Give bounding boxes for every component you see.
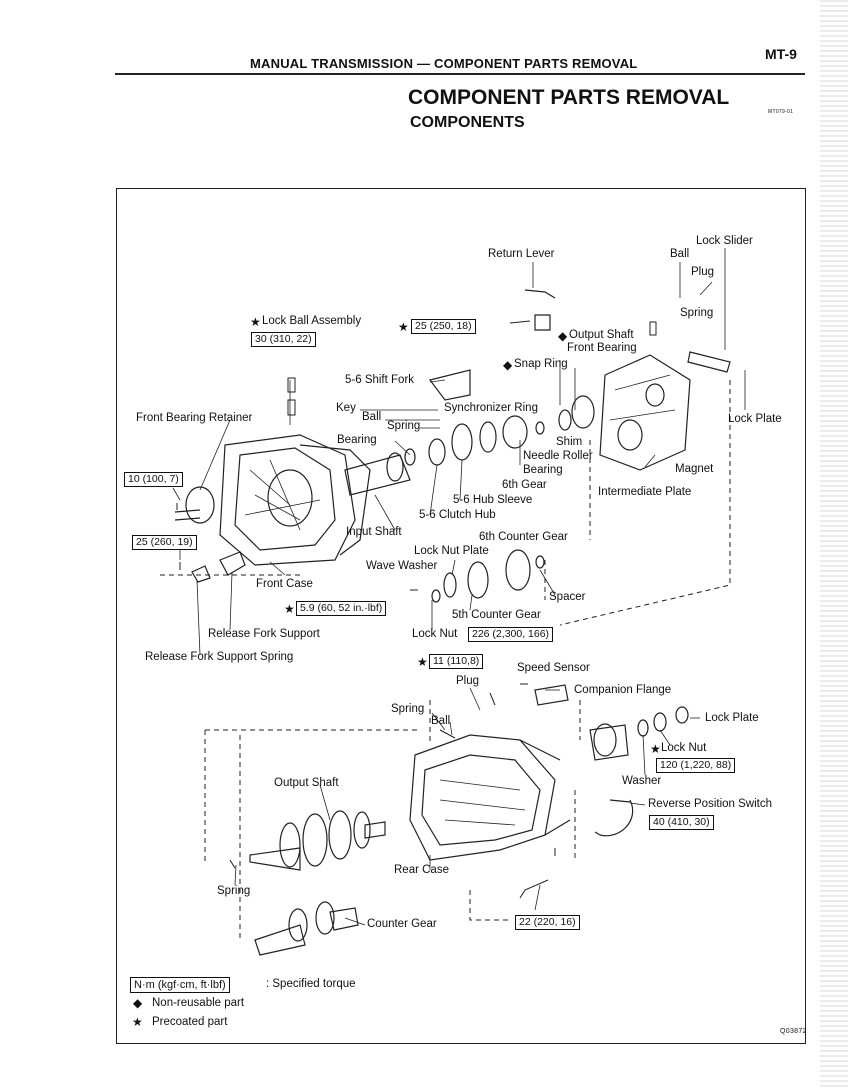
running-head: MANUAL TRANSMISSION — COMPONENT PARTS RE… (250, 56, 638, 71)
label-lock-nut-plate: Lock Nut Plate (414, 545, 489, 557)
torque-lock-nut: 226 (2,300, 166) (468, 627, 554, 642)
torque-front-bearing-retainer: 10 (100, 7) (124, 472, 183, 487)
intermediate-plate-drawing (599, 354, 691, 471)
label-key: Key (336, 402, 356, 414)
label-rear-case: Rear Case (394, 864, 449, 876)
label-lock-ball-assembly: Lock Ball Assembly (262, 315, 362, 327)
label-clutch-hub: 5-6 Clutch Hub (419, 509, 496, 521)
label-needle-roller-bearing-2: Bearing (523, 464, 563, 476)
release-fork-support-drawing (219, 551, 246, 576)
label-ball-bottom: Ball (431, 715, 451, 727)
legend-star-icon: ★ (132, 1015, 143, 1029)
torque-reverse-position-switch: 40 (410, 30) (649, 815, 714, 830)
release-fork-spring-drawing (191, 565, 211, 583)
torque-companion-flange-nut: 120 (1,220, 88) (656, 758, 736, 773)
input-shaft-drawing (344, 452, 411, 496)
label-return-lever: Return Lever (488, 248, 555, 260)
figure-code-top: MT079-01 (768, 109, 794, 115)
label-ball-mid: Ball (362, 411, 382, 423)
label-companion-flange: Companion Flange (574, 684, 672, 696)
label-release-fork-support-spring: Release Fork Support Spring (145, 651, 294, 663)
star-lock-ball: ★ (250, 315, 261, 329)
label-front-case: Front Case (256, 578, 313, 590)
label-fifth-counter-gear: 5th Counter Gear (452, 609, 541, 621)
label-speed-sensor: Speed Sensor (517, 662, 590, 674)
label-spacer: Spacer (549, 591, 586, 603)
reverse-switch-drawing (594, 799, 634, 837)
label-snap-ring: Snap Ring (514, 358, 568, 370)
label-lock-nut-mid: Lock Nut (412, 628, 458, 640)
legend-unit-description: : Specified torque (266, 978, 356, 990)
lock-slider-drawing (687, 351, 731, 373)
label-intermediate-plate: Intermediate Plate (598, 486, 692, 498)
label-output-shaft-front-bearing-2: Front Bearing (567, 342, 637, 354)
label-release-fork-support: Release Fork Support (208, 628, 320, 640)
front-bearing-retainer-drawing (174, 486, 215, 524)
torque-return-lever-bolt: 25 (250, 18) (411, 319, 476, 334)
label-bearing-mid: Bearing (337, 434, 377, 446)
page-title: COMPONENT PARTS REMOVAL (408, 86, 730, 109)
label-input-shaft: Input Shaft (346, 526, 402, 538)
header-rule (115, 73, 805, 75)
torque-release-fork-support: 25 (260, 19) (132, 535, 197, 550)
label-washer: Washer (622, 775, 662, 787)
label-spring-mid: Spring (387, 420, 421, 432)
torque-lock-nut-plate-screw: 5.9 (60, 52 in.·lbf) (296, 601, 387, 616)
star-return-lever-bolt: ★ (398, 320, 409, 334)
label-wave-washer: Wave Washer (366, 560, 438, 572)
output-shaft-drawing (249, 810, 386, 871)
label-spring-lower: Spring (217, 885, 251, 897)
torque-rear-case-bolt: 22 (220, 16) (515, 915, 580, 930)
page-number: MT-9 (765, 46, 797, 62)
diagram-frame (116, 188, 806, 1044)
label-spring-top: Spring (680, 307, 714, 319)
label-lock-plate-top: Lock Plate (728, 413, 782, 425)
scanned-page-edge (820, 0, 848, 1088)
label-output-shaft: Output Shaft (274, 777, 339, 789)
label-ball-top: Ball (670, 248, 690, 260)
speed-sensor-drawing (534, 684, 569, 706)
torque-speed-sensor: 11 (110,8) (429, 654, 484, 669)
legend-diamond-icon: ◆ (133, 996, 143, 1010)
label-reverse-position-switch: Reverse Position Switch (648, 798, 772, 810)
counter-gear-drawing (254, 901, 359, 956)
label-lock-plate-bottom: Lock Plate (705, 712, 759, 724)
diamond-output-shaft-bearing: ◆ (558, 329, 568, 343)
label-sixth-gear: 6th Gear (502, 479, 547, 491)
shift-fork-drawing (428, 369, 471, 401)
rear-case-drawing (409, 734, 571, 861)
torque-lock-ball-assembly: 30 (310, 22) (251, 332, 316, 347)
label-counter-gear: Counter Gear (367, 918, 437, 930)
label-lock-nut-bottom: Lock Nut (661, 742, 707, 754)
label-shim: Shim (556, 436, 583, 448)
label-synchronizer-ring: Synchronizer Ring (444, 402, 538, 414)
label-spring-bottom: Spring (391, 703, 425, 715)
label-magnet: Magnet (675, 463, 714, 475)
label-needle-roller-bearing-1: Needle Roller (523, 450, 593, 462)
label-plug-top: Plug (691, 266, 715, 278)
star-speed-sensor: ★ (417, 655, 428, 669)
label-lock-slider: Lock Slider (696, 235, 753, 247)
label-plug-bottom: Plug (456, 675, 480, 687)
companion-flange-drawing (589, 706, 689, 761)
label-sixth-counter-gear: 6th Counter Gear (479, 531, 568, 543)
label-output-shaft-front-bearing-1: Output Shaft (569, 329, 634, 341)
counter-gear-group-middle (431, 549, 545, 603)
diamond-snap-ring: ◆ (503, 358, 513, 372)
front-case-drawing (219, 434, 371, 566)
legend-diamond-description: Non-reusable part (152, 997, 245, 1009)
legend-unit-box: N·m (kgf·cm, ft·lbf) (130, 977, 230, 993)
figure-code-bottom: Q03872 (780, 1028, 807, 1035)
return-lever-drawing (524, 289, 556, 331)
legend-star-description: Precoated part (152, 1016, 228, 1028)
star-lock-nut-bottom: ★ (650, 742, 661, 756)
label-shift-fork: 5-6 Shift Fork (345, 374, 415, 386)
star-lock-nut-plate-screw: ★ (284, 602, 295, 616)
page-subtitle: COMPONENTS (410, 114, 525, 131)
label-front-bearing-retainer: Front Bearing Retainer (136, 412, 253, 424)
label-hub-sleeve: 5-6 Hub Sleeve (453, 494, 533, 506)
